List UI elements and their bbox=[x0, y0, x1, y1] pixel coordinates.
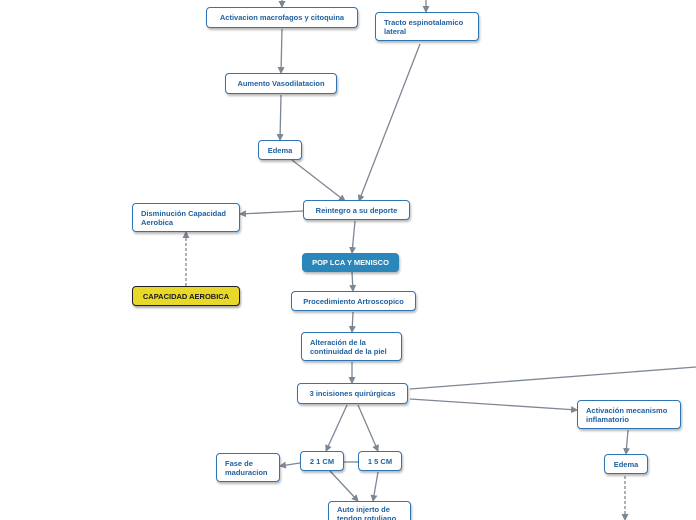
node-alteracion-piel[interactable]: Alteración de la continuidad de la piel bbox=[301, 332, 402, 361]
node-auto-injerto-label: Auto injerto de tendon rotuliano bbox=[337, 505, 397, 520]
connector-aumento-to-edema bbox=[276, 94, 284, 142]
node-1-5cm-label: 1 5 CM bbox=[367, 456, 393, 466]
connector-activacion-to-aumento bbox=[277, 28, 285, 75]
node-disminucion-capacidad[interactable]: Disminución Capacidad Aerobica bbox=[132, 203, 240, 232]
node-aumento-vasodilatacion[interactable]: Aumento Vasodilatacion bbox=[225, 73, 337, 94]
node-activacion-macrofagos[interactable]: Activacion macrofagos y citoquina bbox=[206, 7, 358, 28]
node-reintegro-deporte-label: Reintegro a su deporte bbox=[315, 205, 398, 215]
node-activacion-macrofagos-label: Activacion macrofagos y citoquina bbox=[219, 13, 345, 22]
connector-1-5cm-to-auto-injerto bbox=[370, 471, 379, 503]
connector-edema-to-reintegro bbox=[291, 159, 346, 202]
node-procedimiento-artroscopico-label: Procedimiento Artroscopico bbox=[303, 296, 404, 306]
node-edema-bottom[interactable]: Edema bbox=[604, 454, 648, 474]
node-edema-top[interactable]: Edema bbox=[258, 140, 302, 160]
connector-pop-to-procedimiento bbox=[349, 271, 357, 293]
connector-tracto-to-reintegro bbox=[357, 43, 421, 202]
node-tracto-espinotalamico[interactable]: Tracto espinotalamico lateral bbox=[375, 12, 479, 41]
connector-reintegro-to-disminucion bbox=[238, 210, 304, 218]
node-2-1cm-label: 2 1 CM bbox=[309, 456, 335, 466]
node-pop-lca-menisco[interactable]: POP LCA Y MENISCO bbox=[302, 253, 399, 272]
node-capacidad-aerobica[interactable]: CAPACIDAD AEROBICA bbox=[132, 286, 240, 306]
connector-reintegro-to-pop bbox=[349, 220, 357, 255]
connector-2-1cm-to-fase bbox=[278, 461, 301, 469]
connector-incisiones-to-activacion-mecanismo bbox=[409, 398, 579, 414]
node-procedimiento-artroscopico[interactable]: Procedimiento Artroscopico bbox=[291, 291, 416, 311]
node-pop-lca-menisco-label: POP LCA Y MENISCO bbox=[312, 258, 389, 267]
connector-incisiones-offscreen-right bbox=[409, 366, 696, 390]
connector-procedimiento-to-alteracion bbox=[348, 311, 356, 334]
connector-incisiones-to-2-1cm bbox=[325, 404, 348, 452]
node-2-1cm[interactable]: 2 1 CM bbox=[300, 451, 344, 471]
connector-incisiones-to-1-5cm bbox=[357, 404, 379, 452]
connector-activacion-mecanismo-to-edema bbox=[623, 429, 630, 456]
node-auto-injerto[interactable]: Auto injerto de tendon rotuliano bbox=[328, 501, 411, 520]
node-tracto-espinotalamico-label: Tracto espinotalamico lateral bbox=[384, 17, 464, 36]
node-edema-bottom-label: Edema bbox=[613, 459, 639, 469]
node-tres-incisiones-label: 3 incisiones quirúrgicas bbox=[309, 389, 396, 398]
node-reintegro-deporte[interactable]: Reintegro a su deporte bbox=[303, 200, 410, 220]
node-alteracion-piel-label: Alteración de la continuidad de la piel bbox=[310, 337, 387, 356]
node-tres-incisiones[interactable]: 3 incisiones quirúrgicas bbox=[297, 383, 408, 404]
node-capacidad-aerobica-label: CAPACIDAD AEROBICA bbox=[142, 291, 230, 301]
node-1-5cm[interactable]: 1 5 CM bbox=[358, 451, 402, 471]
node-disminucion-capacidad-label: Disminución Capacidad Aerobica bbox=[141, 208, 227, 227]
connector-2-1cm-to-auto-injerto bbox=[329, 470, 359, 502]
node-activacion-mecanismo[interactable]: Activación mecanismo inflamatorio bbox=[577, 400, 681, 429]
node-edema-top-label: Edema bbox=[267, 145, 293, 155]
node-activacion-mecanismo-label: Activación mecanismo inflamatorio bbox=[586, 405, 668, 424]
node-aumento-vasodilatacion-label: Aumento Vasodilatacion bbox=[237, 79, 325, 88]
node-fase-maduracion-label: Fase de maduracion bbox=[225, 458, 268, 477]
node-fase-maduracion[interactable]: Fase de maduracion bbox=[216, 453, 280, 482]
